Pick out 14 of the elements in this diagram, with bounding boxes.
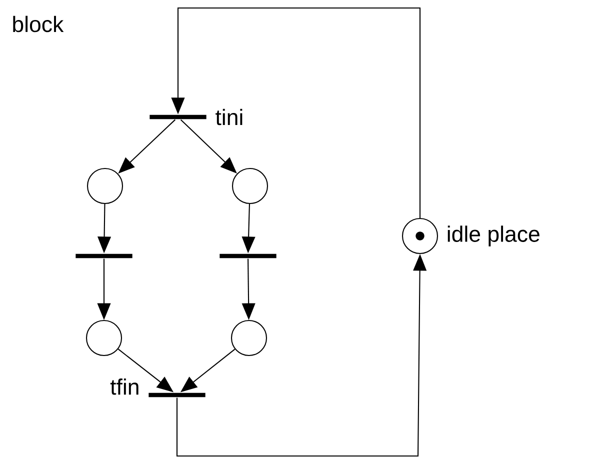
place-circle	[232, 168, 268, 204]
transition-bar	[76, 254, 132, 258]
transition-bar	[220, 254, 276, 258]
place-circle	[86, 320, 122, 356]
arrow	[171, 7, 421, 218]
place-circle	[86, 168, 124, 204]
block-label: block	[13, 16, 64, 32]
node-label: tfin	[110, 378, 138, 395]
transition-bar	[150, 114, 206, 120]
place-circle	[230, 320, 268, 356]
node-label: idle place	[448, 226, 540, 246]
node-label: tini	[216, 108, 242, 126]
transition-bar	[148, 392, 206, 398]
place-circle	[402, 218, 438, 254]
